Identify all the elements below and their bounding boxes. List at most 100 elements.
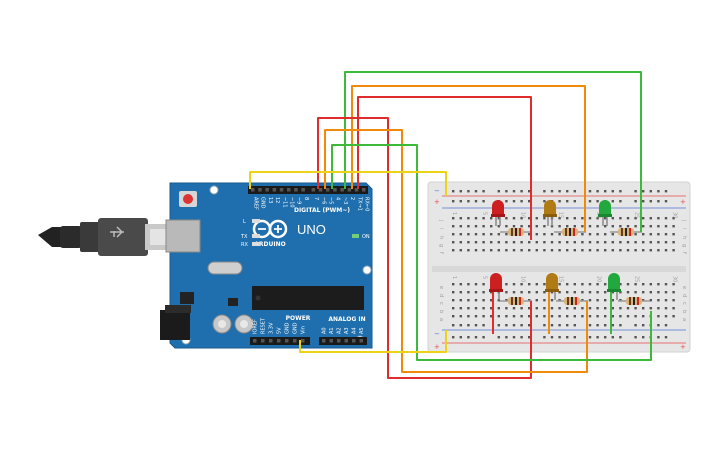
terminal-hole[interactable] [512,217,516,220]
terminal-hole[interactable] [657,249,660,252]
terminal-hole[interactable] [467,249,470,252]
rail-hole[interactable] [634,324,637,327]
terminal-hole[interactable] [619,283,622,286]
digital-pin[interactable] [333,188,337,192]
terminal-hole[interactable] [649,233,652,236]
terminal-hole[interactable] [459,307,462,310]
digital-pin[interactable] [362,188,366,192]
terminal-hole[interactable] [505,299,508,302]
rail-hole[interactable] [596,190,599,193]
terminal-hole[interactable] [566,283,569,286]
terminal-hole[interactable] [474,291,478,294]
analog-pin[interactable] [352,339,356,343]
terminal-hole[interactable] [672,233,675,236]
rail-hole[interactable] [588,200,592,203]
terminal-hole[interactable] [672,283,675,286]
rail-hole[interactable] [588,336,592,339]
terminal-hole[interactable] [452,283,455,286]
terminal-hole[interactable] [588,241,592,244]
terminal-hole[interactable] [497,307,500,310]
rail-hole[interactable] [558,324,561,327]
rail-hole[interactable] [596,336,599,339]
terminal-hole[interactable] [657,241,660,244]
terminal-hole[interactable] [626,307,630,310]
terminal-hole[interactable] [573,315,576,318]
terminal-hole[interactable] [543,283,546,286]
terminal-hole[interactable] [550,291,554,294]
terminal-hole[interactable] [672,291,675,294]
terminal-hole[interactable] [482,283,485,286]
terminal-hole[interactable] [611,315,614,318]
terminal-hole[interactable] [520,315,523,318]
terminal-hole[interactable] [642,249,645,252]
power-pin[interactable] [253,339,257,343]
terminal-hole[interactable] [611,217,614,220]
rail-hole[interactable] [550,336,554,339]
terminal-hole[interactable] [459,225,462,228]
terminal-hole[interactable] [611,249,614,252]
terminal-hole[interactable] [566,315,569,318]
analog-pin[interactable] [329,339,334,343]
terminal-hole[interactable] [664,233,668,236]
terminal-hole[interactable] [497,299,500,302]
terminal-hole[interactable] [581,217,584,220]
terminal-hole[interactable] [459,299,462,302]
terminal-hole[interactable] [452,315,455,318]
rail-hole[interactable] [657,324,660,327]
terminal-hole[interactable] [482,217,485,220]
terminal-hole[interactable] [566,307,569,310]
terminal-hole[interactable] [467,241,470,244]
rail-hole[interactable] [505,200,508,203]
terminal-hole[interactable] [634,233,637,236]
terminal-hole[interactable] [452,241,455,244]
digital-pin[interactable] [318,188,323,192]
terminal-hole[interactable] [474,225,478,228]
terminal-hole[interactable] [543,225,546,228]
digital-pin[interactable] [301,188,305,192]
terminal-hole[interactable] [512,291,516,294]
rail-hole[interactable] [482,324,485,327]
terminal-hole[interactable] [528,307,531,310]
rail-hole[interactable] [619,336,622,339]
terminal-hole[interactable] [482,291,485,294]
digital-pin[interactable] [347,188,352,192]
terminal-hole[interactable] [657,233,660,236]
rail-hole[interactable] [558,190,561,193]
terminal-hole[interactable] [588,233,592,236]
terminal-hole[interactable] [535,233,538,236]
terminal-hole[interactable] [482,299,485,302]
terminal-hole[interactable] [497,315,500,318]
terminal-hole[interactable] [581,233,584,236]
terminal-hole[interactable] [558,291,561,294]
terminal-hole[interactable] [611,233,614,236]
terminal-hole[interactable] [642,315,645,318]
rail-hole[interactable] [512,190,516,193]
terminal-hole[interactable] [588,283,592,286]
terminal-hole[interactable] [604,291,607,294]
rail-hole[interactable] [558,200,561,203]
terminal-hole[interactable] [581,315,584,318]
rail-hole[interactable] [611,324,614,327]
terminal-hole[interactable] [452,249,455,252]
terminal-hole[interactable] [467,299,470,302]
digital-pin[interactable] [279,188,284,192]
terminal-hole[interactable] [550,249,554,252]
terminal-hole[interactable] [535,241,538,244]
terminal-hole[interactable] [664,299,668,302]
terminal-hole[interactable] [482,241,485,244]
terminal-hole[interactable] [497,225,500,228]
terminal-hole[interactable] [581,299,584,302]
terminal-hole[interactable] [528,233,531,236]
terminal-hole[interactable] [642,225,645,228]
terminal-hole[interactable] [642,283,645,286]
terminal-hole[interactable] [535,217,538,220]
rail-hole[interactable] [474,190,478,193]
terminal-hole[interactable] [642,307,645,310]
terminal-hole[interactable] [657,217,660,220]
terminal-hole[interactable] [535,299,538,302]
terminal-hole[interactable] [664,241,668,244]
terminal-hole[interactable] [452,225,455,228]
terminal-hole[interactable] [626,217,630,220]
digital-pin[interactable] [340,188,344,192]
terminal-hole[interactable] [581,241,584,244]
